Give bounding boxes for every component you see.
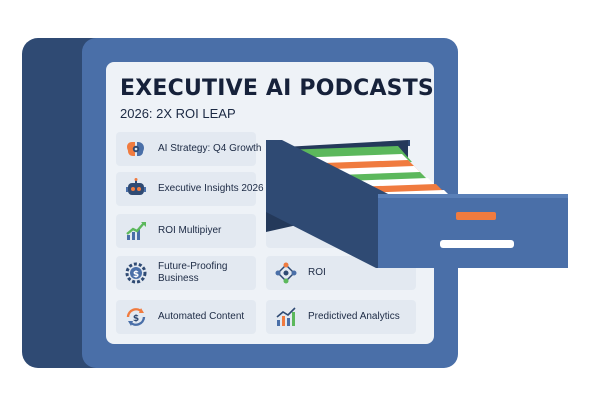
tile-label: Automated Content xyxy=(158,311,245,322)
tile-automated-content[interactable]: $ Automated Content xyxy=(116,300,256,334)
gear-dollar-icon: $ xyxy=(125,262,147,284)
tile-roi-multiplier[interactable]: ROI Multipiyer xyxy=(116,214,256,248)
dollar-cycle-icon: $ xyxy=(126,308,146,326)
tile-ai-strategy[interactable]: AI Strategy: Q4 Growth xyxy=(116,132,261,166)
network-icon xyxy=(275,262,297,284)
svg-text:$: $ xyxy=(133,270,139,280)
tile-label: ROI Multipiyer xyxy=(158,225,222,236)
tile-label: Future-Proofing Business xyxy=(158,261,228,284)
drawer-label-slot xyxy=(456,212,496,220)
growth-chart-icon xyxy=(126,222,146,240)
drawer-handle[interactable] xyxy=(440,240,514,248)
tile-executive-insights[interactable]: Executive Insights 2026 xyxy=(116,172,264,206)
drawer-side xyxy=(266,140,392,268)
robot-icon xyxy=(126,178,146,195)
brain-gear-icon xyxy=(127,142,144,156)
tile-label: ROI xyxy=(308,267,326,278)
tile-predictive-analytics[interactable]: Predictived Analytics xyxy=(266,300,416,334)
tile-future-proofing[interactable]: $ Future-Proofing Business xyxy=(116,256,256,290)
bar-chart-icon xyxy=(276,307,296,326)
tile-label: Predictived Analytics xyxy=(308,311,400,322)
tile-label: Executive Insights 2026 xyxy=(158,183,264,194)
page-title: EXECUTIVE AI PODCASTS xyxy=(120,76,434,101)
tile-label: AI Strategy: Q4 Growth xyxy=(158,143,262,154)
page-subtitle: 2026: 2X ROI LEAP xyxy=(120,106,236,121)
drawer-front[interactable] xyxy=(378,194,568,268)
svg-text:$: $ xyxy=(133,314,139,324)
